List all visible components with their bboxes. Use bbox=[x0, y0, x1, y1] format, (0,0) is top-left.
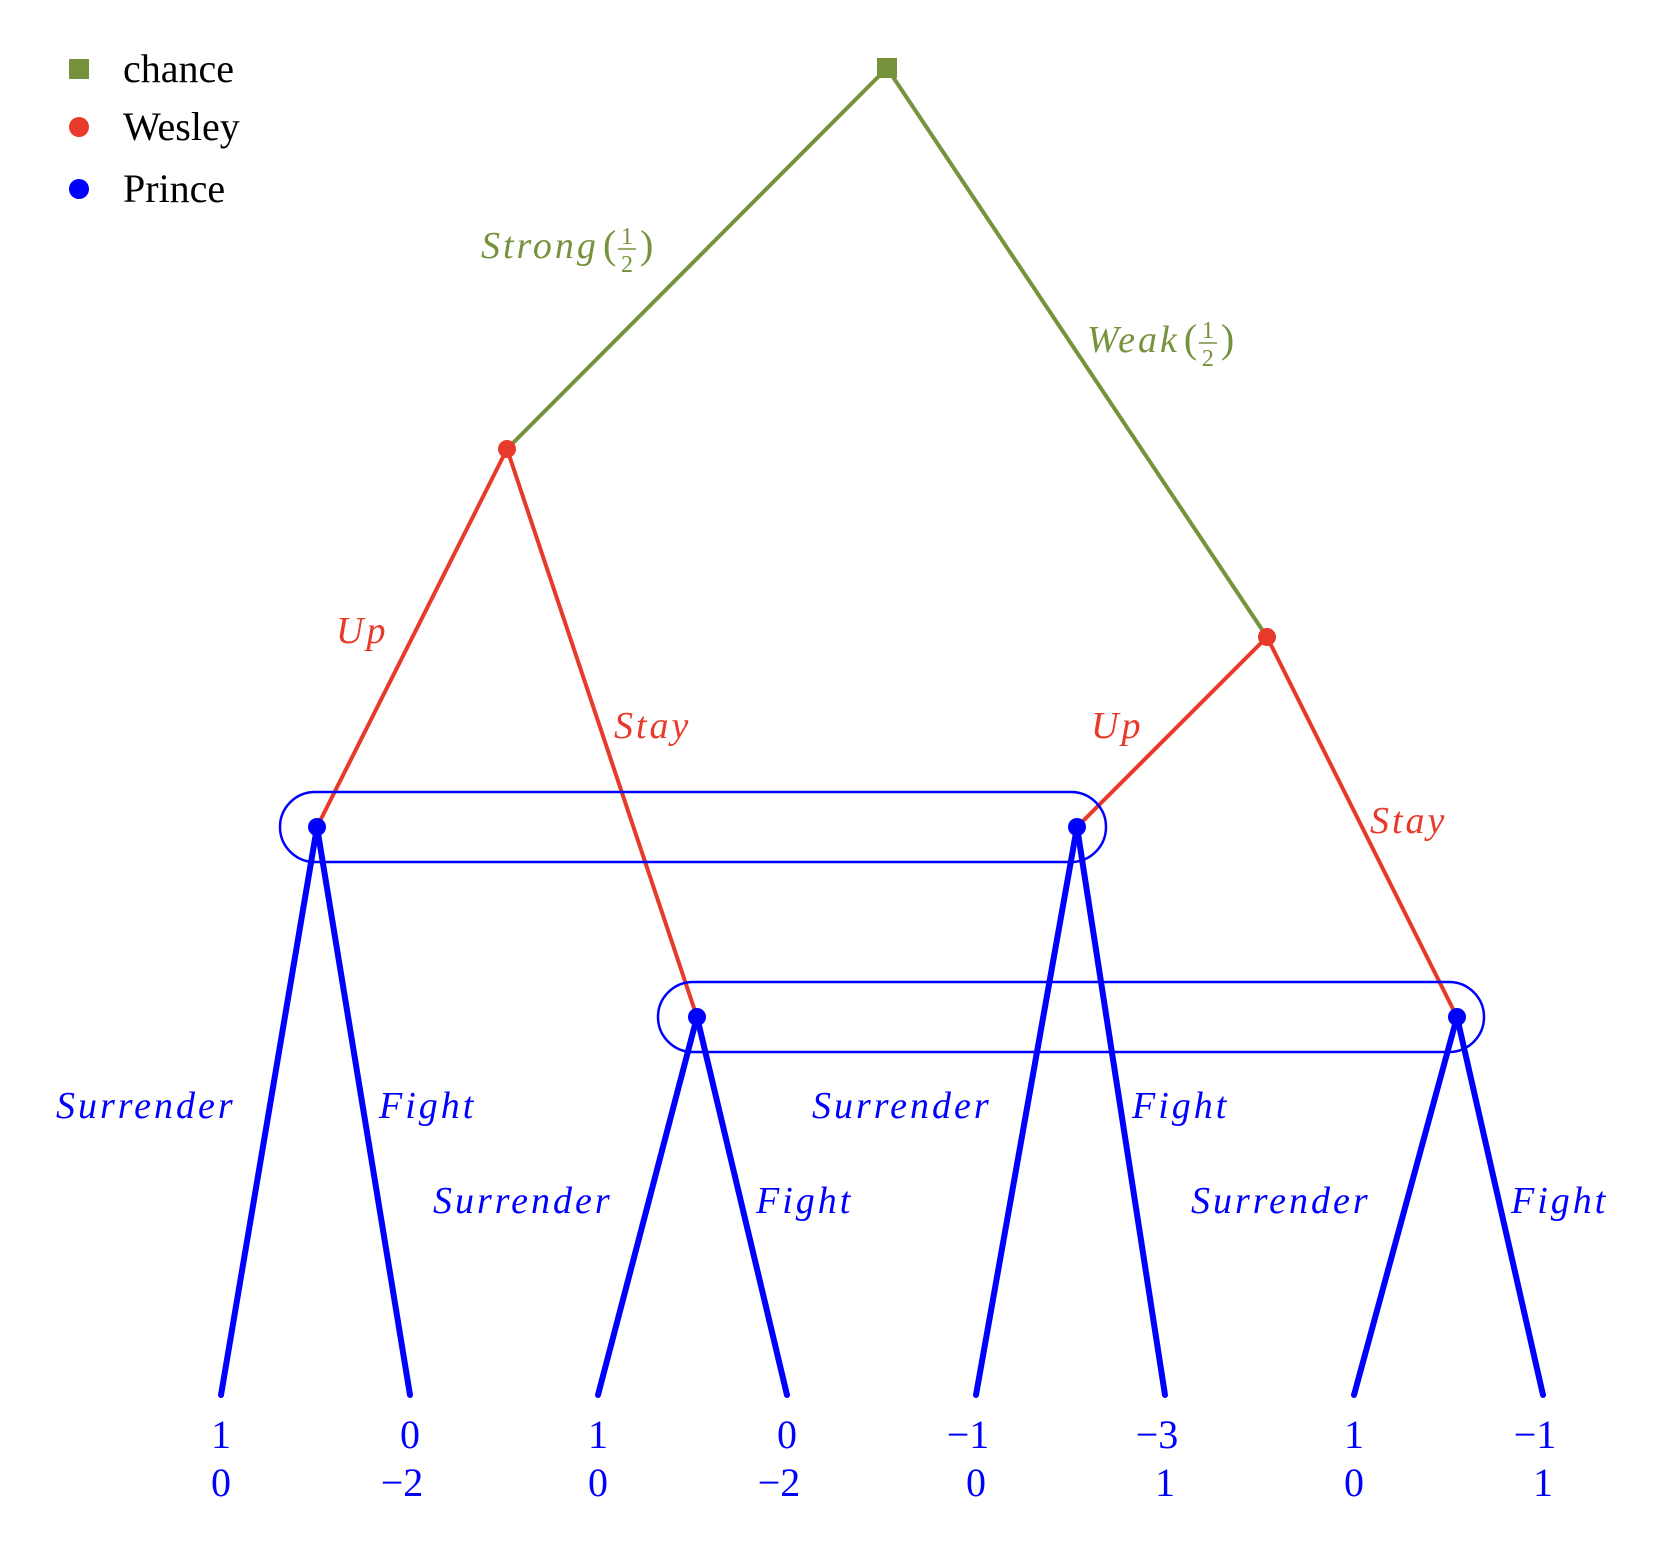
paren-open: ( bbox=[1184, 316, 1197, 361]
branch-strong-stay bbox=[505, 447, 699, 1019]
wesley-node bbox=[1258, 628, 1276, 646]
chance-node bbox=[877, 58, 897, 78]
payoff-prince: 0 bbox=[1344, 1460, 1364, 1505]
branch-surrender bbox=[595, 1014, 700, 1398]
probability-denominator: 2 bbox=[1202, 346, 1214, 372]
label-surrender: Surrender bbox=[1191, 1180, 1371, 1222]
label-strong: Strong bbox=[481, 225, 599, 267]
branch-weak-stay bbox=[1265, 635, 1459, 1019]
payoff-prince: 0 bbox=[966, 1460, 986, 1505]
paren-open: ( bbox=[603, 222, 616, 267]
payoff-wesley: 1 bbox=[1344, 1412, 1364, 1457]
branch-fight bbox=[1454, 1014, 1546, 1398]
branch-strong-up bbox=[315, 447, 509, 829]
label-up: Up bbox=[1091, 705, 1143, 747]
wesley-node bbox=[498, 440, 516, 458]
payoff-prince: 1 bbox=[1155, 1460, 1175, 1505]
branch-surrender bbox=[1351, 1014, 1460, 1398]
branch-fight bbox=[1074, 824, 1168, 1398]
prince-node bbox=[308, 818, 326, 836]
payoff-wesley: −1 bbox=[947, 1412, 990, 1457]
label-fight: Fight bbox=[378, 1085, 476, 1127]
payoff-prince: 0 bbox=[211, 1460, 231, 1505]
branch-strong bbox=[505, 66, 889, 451]
information-set-stay bbox=[656, 980, 1486, 1054]
prince-legend-icon bbox=[69, 179, 89, 199]
branch-weak bbox=[885, 66, 1269, 639]
payoff-prince: −2 bbox=[381, 1460, 424, 1505]
payoff-wesley: 0 bbox=[777, 1412, 797, 1457]
label-surrender: Surrender bbox=[56, 1085, 236, 1127]
legend-label: Prince bbox=[123, 166, 225, 211]
payoff-wesley: −3 bbox=[1136, 1412, 1179, 1457]
label-stay: Stay bbox=[1370, 800, 1447, 842]
paren-close: ) bbox=[640, 222, 653, 267]
payoff-wesley: 1 bbox=[588, 1412, 608, 1457]
information-set-up bbox=[278, 790, 1108, 864]
probability-denominator: 2 bbox=[621, 252, 633, 278]
probability-numerator: 1 bbox=[621, 224, 633, 250]
payoff-prince: 1 bbox=[1533, 1460, 1553, 1505]
label-weak: Weak bbox=[1087, 319, 1180, 361]
prince-node bbox=[1068, 818, 1086, 836]
prince-node bbox=[688, 1008, 706, 1026]
legend-label: Wesley bbox=[123, 104, 240, 149]
label-surrender: Surrender bbox=[433, 1180, 613, 1222]
label-stay: Stay bbox=[614, 705, 691, 747]
branch-surrender bbox=[973, 824, 1080, 1398]
payoff-wesley: 1 bbox=[211, 1412, 231, 1457]
chance-legend-icon bbox=[69, 59, 89, 79]
branch-fight bbox=[694, 1014, 790, 1398]
payoff-wesley: 0 bbox=[400, 1412, 420, 1457]
wesley-legend-icon bbox=[69, 117, 89, 137]
label-fight: Fight bbox=[1131, 1085, 1229, 1127]
branch-fight bbox=[314, 824, 413, 1398]
legend-label: chance bbox=[123, 46, 234, 91]
branch-surrender bbox=[218, 824, 320, 1398]
payoff-prince: 0 bbox=[588, 1460, 608, 1505]
label-fight: Fight bbox=[755, 1180, 853, 1222]
prince-node bbox=[1448, 1008, 1466, 1026]
payoff-prince: −2 bbox=[758, 1460, 801, 1505]
label-surrender: Surrender bbox=[812, 1085, 992, 1127]
label-fight: Fight bbox=[1510, 1180, 1608, 1222]
branch-weak-up bbox=[1075, 635, 1269, 829]
label-up: Up bbox=[336, 610, 388, 652]
probability-numerator: 1 bbox=[1202, 318, 1214, 344]
paren-close: ) bbox=[1221, 316, 1234, 361]
payoff-wesley: −1 bbox=[1514, 1412, 1557, 1457]
